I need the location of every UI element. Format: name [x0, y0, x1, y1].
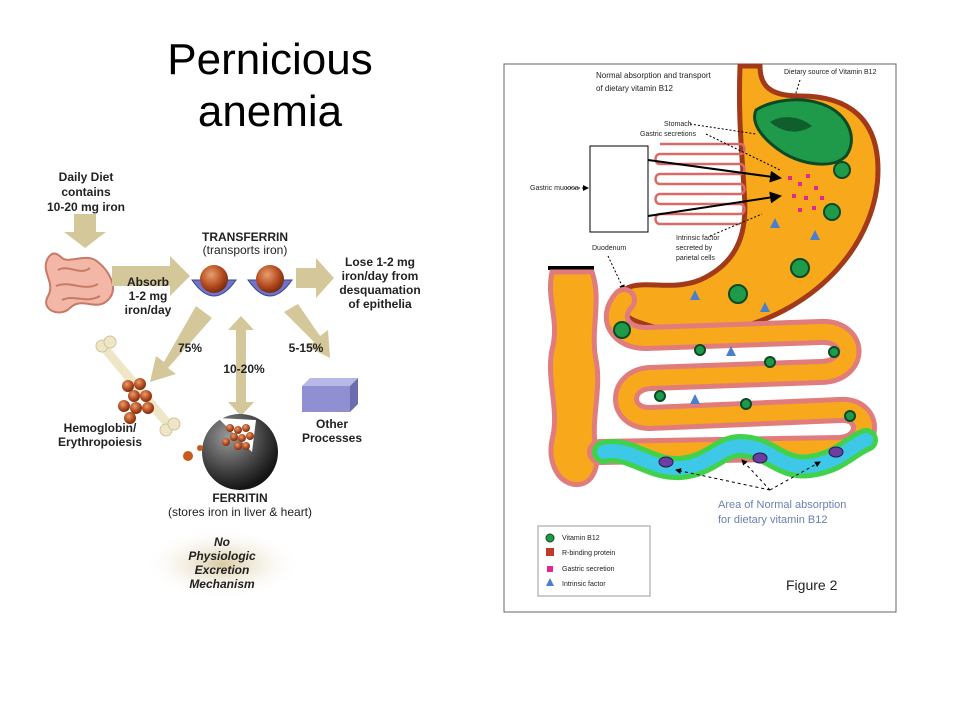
- legend-b12-label: Vitamin B12: [562, 535, 600, 542]
- intrinsic-pointer: [709, 213, 763, 237]
- diet-line-1: Daily Diet: [59, 170, 114, 184]
- pct-10-20-label: 10-20%: [223, 362, 265, 376]
- slide-title: Pernicious anemia: [120, 34, 420, 138]
- no-excretion-line-2: Physiologic: [188, 549, 256, 563]
- arrow-10-20: [228, 316, 254, 416]
- hemoglobin-label: Hemoglobin/ Erythropoiesis: [58, 421, 142, 449]
- other-label: Other Processes: [302, 417, 362, 445]
- other-processes-box: [302, 378, 358, 412]
- stomach-label: Stomach: [664, 121, 692, 128]
- absorb-line-1: Absorb: [127, 275, 169, 289]
- mucosa-arrow-2: [647, 191, 782, 217]
- absorb-line-3: iron/day: [125, 303, 172, 317]
- secretions-pointer: [705, 133, 781, 171]
- stomach-pointer: [689, 123, 757, 135]
- title-line-1: Pernicious: [167, 35, 373, 84]
- small-intestine: [587, 287, 877, 465]
- figure-label: Figure 2: [786, 577, 838, 593]
- intrinsic-line-3: parietal cells: [676, 255, 715, 262]
- mucosa-bracket: [589, 145, 649, 233]
- lose-line-4: of epithelia: [348, 297, 412, 311]
- transferrin-label: TRANSFERRIN (transports iron): [202, 230, 288, 257]
- ferritin-subtitle: (stores iron in liver & heart): [168, 505, 312, 519]
- area-normal-label: Area of Normal absorption for dietary vi…: [718, 499, 846, 526]
- figure-title-line-1: Normal absorption and transport: [596, 71, 712, 80]
- legend-gastric-swatch: [547, 566, 553, 572]
- figure-title: Normal absorption and transport of dieta…: [596, 71, 712, 93]
- iron-metabolism-diagram: Daily Diet contains 10-20 mg iron Absorb…: [44, 170, 421, 600]
- gastric-secretions-label: Gastric secretions: [640, 131, 697, 138]
- area-normal-pointers: [675, 459, 821, 491]
- lose-line-3: desquamation: [339, 283, 420, 297]
- colon-top-bar: [548, 266, 594, 270]
- absorption-zone-core: [597, 433, 873, 476]
- absorb-label: Absorb 1-2 mg iron/day: [125, 275, 172, 317]
- duodenum-label: Duodenum: [592, 245, 626, 252]
- figure-title-line-2: of dietary vitamin B12: [596, 84, 673, 93]
- other-line-2: Processes: [302, 431, 362, 445]
- gastric-mucosa-folds: [654, 142, 746, 226]
- legend: Vitamin B12 R-binding protein Gastric se…: [537, 525, 651, 597]
- no-excretion-line-4: Mechanism: [189, 577, 255, 591]
- lose-line-2: iron/day from: [342, 269, 419, 283]
- hemoglobin-line-2: Erythropoiesis: [58, 435, 142, 449]
- intrinsic-factor-triangles: [690, 218, 820, 404]
- ferritin-label: FERRITIN (stores iron in liver & heart): [168, 491, 312, 519]
- colon-illustration: [547, 269, 601, 488]
- arrow-75: [150, 306, 212, 382]
- transferrin-molecule: [191, 265, 293, 297]
- pct-75-label: 75%: [178, 341, 202, 355]
- ileum-b12-complexes: [658, 446, 844, 468]
- no-excretion-line-3: Excretion: [195, 563, 250, 577]
- iron-cluster: [118, 378, 154, 424]
- intestine-illustration: [44, 252, 114, 314]
- absorb-arrow: [112, 256, 190, 296]
- transferrin-title: TRANSFERRIN: [202, 230, 288, 244]
- transferrin-subtitle: (transports iron): [203, 243, 288, 257]
- legend-r-binding-swatch: [546, 548, 554, 556]
- mucosa-arrow-1: [647, 159, 782, 183]
- legend-r-binding-label: R-binding protein: [562, 550, 615, 557]
- lose-label: Lose 1-2 mg iron/day from desquamation o…: [339, 255, 420, 311]
- intrinsic-line-2: secreted by: [676, 245, 713, 252]
- area-normal-line-2: for dietary vitamin B12: [718, 514, 827, 526]
- other-line-1: Other: [316, 417, 348, 431]
- gastric-mucosa-label: Gastric mucosa: [530, 185, 579, 192]
- legend-intrinsic-label: Intrinsic factor: [562, 581, 606, 588]
- ferritin-illustration: [183, 414, 278, 490]
- intrinsic-factor-label: Intrinsic factor secreted by parietal ce…: [676, 235, 720, 262]
- pct-5-15-label: 5-15%: [289, 341, 324, 355]
- gastric-secretion-dots: [788, 174, 824, 212]
- legend-gastric-label: Gastric secretion: [562, 566, 615, 573]
- legend-intrinsic-swatch: [546, 578, 554, 586]
- ferritin-title: FERRITIN: [212, 491, 267, 505]
- dietary-source-label: Dietary source of Vitamin B12: [784, 69, 877, 76]
- diet-arrow: [64, 214, 106, 248]
- diet-line-2: contains: [61, 185, 111, 199]
- absorb-line-2: 1-2 mg: [129, 289, 168, 303]
- lose-arrow: [296, 258, 334, 298]
- no-excretion-glow: [142, 528, 302, 600]
- diet-label: Daily Diet contains 10-20 mg iron: [47, 170, 125, 214]
- arrow-5-15: [284, 304, 330, 358]
- no-excretion-line-1: No: [214, 535, 230, 549]
- hemoglobin-line-1: Hemoglobin/: [64, 421, 137, 435]
- area-normal-line-1: Area of Normal absorption: [718, 499, 846, 511]
- title-line-2: anemia: [197, 87, 343, 136]
- legend-b12-swatch: [545, 533, 555, 543]
- lose-line-1: Lose 1-2 mg: [345, 255, 415, 269]
- diet-line-3: 10-20 mg iron: [47, 200, 125, 214]
- b12-particles: [613, 161, 856, 422]
- intrinsic-line-1: Intrinsic factor: [676, 235, 720, 242]
- no-excretion-label: No Physiologic Excretion Mechanism: [188, 535, 256, 591]
